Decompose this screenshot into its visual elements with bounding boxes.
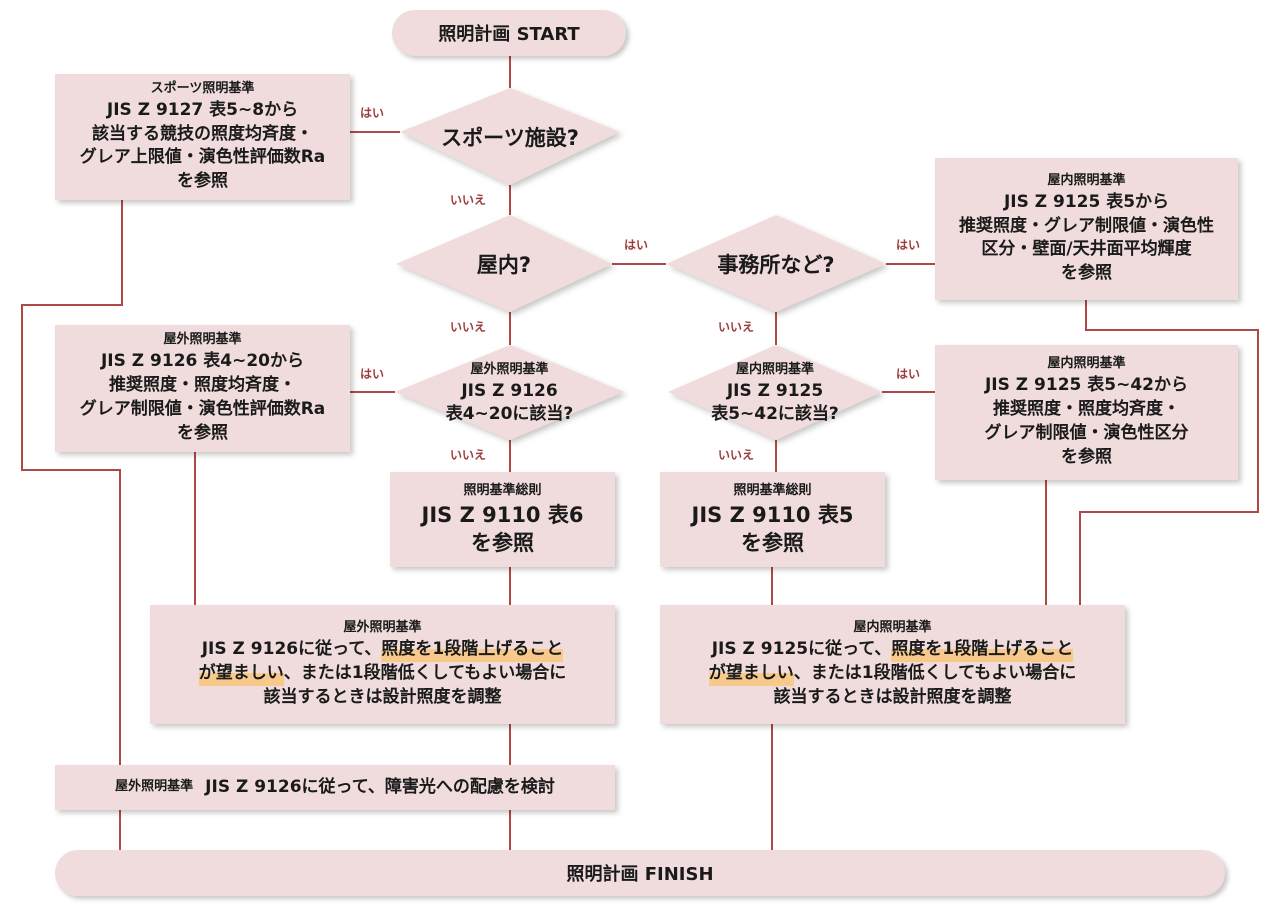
outdoor-adjust-box: 屋外照明基準 JIS Z 9126に従って、 照度を1段階上げること が望ましい… <box>150 605 615 724</box>
box-line: を参照 <box>471 530 534 555</box>
start-terminal: 照明計画 START <box>392 10 626 56</box>
obtrusive-light-box: 屋外照明基準 JIS Z 9126に従って、障害光への配慮を検討 <box>55 765 615 810</box>
box-title: 屋内照明基準 <box>853 620 932 636</box>
box-line: を参照 <box>177 422 228 443</box>
box-line: 該当する競技の照度均斉度・ <box>92 123 313 144</box>
indoor-general-standard-box: 屋内照明基準 JIS Z 9125 表5~42から 推奨照度・照度均斉度・ グレ… <box>935 345 1238 480</box>
general-rules-table6-box: 照明基準総則 JIS Z 9110 表6 を参照 <box>390 472 615 567</box>
finish-terminal: 照明計画 FINISH <box>55 850 1225 896</box>
decision-office: 事務所など? <box>666 215 886 312</box>
box-line: JIS Z 9125 表5から <box>1003 191 1170 212</box>
decision-diamond-sports <box>400 88 620 185</box>
decision-indoor-text: 屋内? <box>476 252 532 277</box>
decision-sports: スポーツ施設? <box>400 88 620 185</box>
general-rules-table5-box: 照明基準総則 JIS Z 9110 表5 を参照 <box>660 472 885 567</box>
decision-diamond-office <box>666 215 886 312</box>
decision-outdoor-check-title: 屋外照明基準 <box>470 362 549 378</box>
box-title: 屋外照明基準 <box>343 620 422 636</box>
box-title: 屋内照明基準 <box>1047 356 1126 372</box>
box-title: 屋内照明基準 <box>1047 172 1126 188</box>
box-line-text: 、または1段階低くしてもよい場合に <box>283 663 567 684</box>
no-label-outdoor-check: いいえ <box>450 448 487 462</box>
box-line: JIS Z 9126に従って、 照度を1段階上げること <box>201 638 564 663</box>
highlighted-text: が望ましい <box>198 662 284 686</box>
yes-label-indoor: はい <box>624 238 649 252</box>
box-line: グレア制限値・演色性区分 <box>984 422 1189 443</box>
outdoor-standard-box: 屋外照明基準 JIS Z 9126 表4~20から 推奨照度・照度均斉度・ グレ… <box>55 325 350 452</box>
highlighted-text: 照度を1段階上げること <box>381 638 564 663</box>
box-line: が望ましい 、または1段階低くしてもよい場合に <box>198 662 567 686</box>
decision-indoor-check: 屋内照明基準 JIS Z 9125 表5~42に該当? <box>668 350 882 436</box>
yes-label-outdoor-check: はい <box>360 367 385 381</box>
box-title: 照明基準総則 <box>733 482 812 498</box>
highlighted-text: が望ましい <box>708 662 794 686</box>
box-line: JIS Z 9125 表5~42から <box>984 375 1189 396</box>
box-line: 推奨照度・照度均斉度・ <box>993 399 1180 420</box>
box-line: 該当するときは設計照度を調整 <box>773 686 1012 707</box>
box-line: グレア上限値・演色性評価数Ra <box>79 147 326 168</box>
connector <box>1079 300 1259 605</box>
decision-indoor: 屋内? <box>396 215 612 312</box>
box-title: 照明基準総則 <box>463 482 542 498</box>
box-line: JIS Z 9127 表5~8から <box>106 99 299 120</box>
box-line: を参照 <box>177 171 228 192</box>
decision-outdoor-check-line1: JIS Z 9126 <box>461 380 558 401</box>
finish-label: 照明計画 FINISH <box>566 864 714 885</box>
box-title: 屋外照明基準 <box>115 779 194 795</box>
decision-indoor-check-line2: 表5~42に該当? <box>711 403 839 424</box>
indoor-adjust-box: 屋内照明基準 JIS Z 9125に従って、 照度を1段階上げること が望ましい… <box>660 605 1125 724</box>
decision-diamond-indoor <box>396 215 612 312</box>
indoor-office-standard-box: 屋内照明基準 JIS Z 9125 表5から 推奨照度・グレア制限値・演色性 区… <box>935 158 1238 300</box>
box-line-text: 、または1段階低くしてもよい場合に <box>793 663 1077 684</box>
box-line: JIS Z 9110 表6 <box>421 502 584 527</box>
box-title: 屋外照明基準 <box>163 332 242 348</box>
box-line: JIS Z 9126に従って、障害光への配慮を検討 <box>205 776 555 797</box>
box-line: を参照 <box>1061 263 1112 284</box>
connector <box>21 200 123 850</box>
box-line: グレア制限値・演色性評価数Ra <box>79 398 326 419</box>
box-line: を参照 <box>1061 446 1112 467</box>
yes-label-sports: はい <box>360 106 385 120</box>
box-line: JIS Z 9125に従って、 照度を1段階上げること <box>711 638 1074 663</box>
yes-label-indoor-check: はい <box>896 367 921 381</box>
box-line-text: JIS Z 9125に従って、 <box>711 639 892 660</box>
box-line: JIS Z 9126 表4~20から <box>100 351 305 372</box>
box-line: が望ましい 、または1段階低くしてもよい場合に <box>708 662 1077 686</box>
box-line: を参照 <box>741 530 804 555</box>
no-label-office: いいえ <box>718 320 755 334</box>
highlighted-text: 照度を1段階上げること <box>891 638 1074 663</box>
decision-outdoor-check: 屋外照明基準 JIS Z 9126 表4~20に該当? <box>395 350 624 436</box>
decision-office-text: 事務所など? <box>717 252 835 277</box>
box-line: 推奨照度・照度均斉度・ <box>109 375 296 396</box>
yes-label-office: はい <box>896 238 921 252</box>
box-line: 区分・壁面/天井面平均輝度 <box>981 239 1192 260</box>
box-line: JIS Z 9110 表5 <box>691 502 854 527</box>
decision-outdoor-check-line2: 表4~20に該当? <box>445 403 574 424</box>
box-title: スポーツ照明基準 <box>150 80 255 96</box>
no-label-indoor: いいえ <box>450 320 487 334</box>
box-line-text: JIS Z 9126に従って、 <box>201 639 382 660</box>
box-line: 該当するときは設計照度を調整 <box>263 686 502 707</box>
start-label: 照明計画 START <box>438 24 580 45</box>
decision-indoor-check-title: 屋内照明基準 <box>735 362 814 378</box>
decision-diamond-outdoor-check <box>395 345 624 440</box>
decision-indoor-check-line1: JIS Z 9125 <box>726 380 824 401</box>
box-line: 推奨照度・グレア制限値・演色性 <box>959 215 1214 236</box>
sports-standard-box: スポーツ照明基準 JIS Z 9127 表5~8から 該当する競技の照度均斉度・… <box>55 74 350 200</box>
no-label-sports: いいえ <box>450 193 487 207</box>
decision-sports-text: スポーツ施設? <box>441 125 579 150</box>
no-label-indoor-check: いいえ <box>718 448 755 462</box>
decision-diamond-indoor-check <box>668 345 882 440</box>
